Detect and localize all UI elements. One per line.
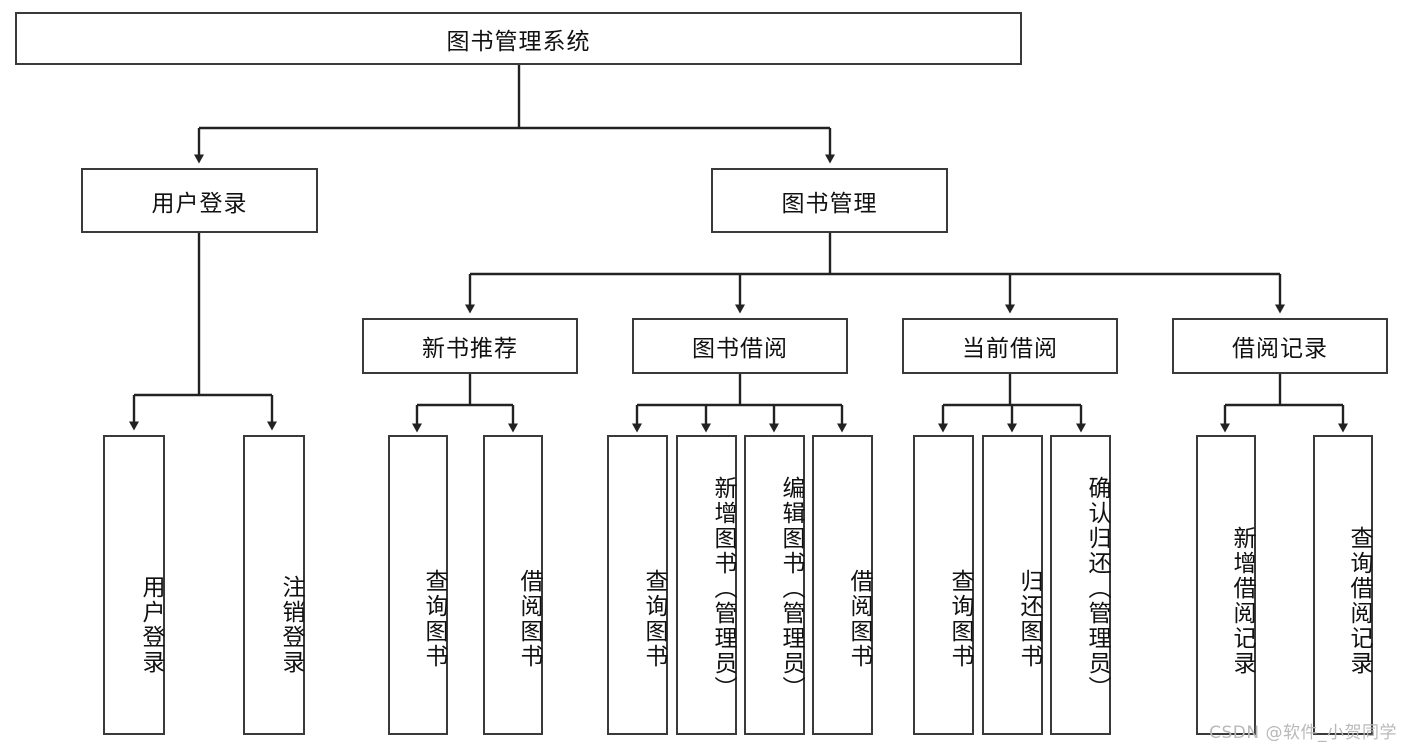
leaf-borrow-borrow-book-label: 借阅图书 bbox=[846, 569, 872, 669]
leaf-current-query-book-label: 查询图书 bbox=[947, 569, 973, 669]
leaf-record-add-record[interactable]: 新增借阅记录 bbox=[1196, 435, 1256, 735]
leaf-record-add-record-label: 新增借阅记录 bbox=[1229, 526, 1255, 676]
leaf-borrow-query-book-label: 查询图书 bbox=[641, 569, 667, 669]
node-root-system[interactable]: 图书管理系统 bbox=[15, 12, 1022, 65]
node-new-book-recommend[interactable]: 新书推荐 bbox=[362, 318, 578, 374]
leaf-borrow-add-book-admin[interactable]: 新增图书（管理员） bbox=[676, 435, 737, 735]
leaf-current-return-book[interactable]: 归还图书 bbox=[982, 435, 1043, 735]
leaf-recommend-query-book-label: 查询图书 bbox=[421, 569, 447, 669]
node-book-borrow[interactable]: 图书借阅 bbox=[632, 318, 848, 374]
node-root-system-label: 图书管理系统 bbox=[446, 28, 591, 55]
leaf-borrow-query-book[interactable]: 查询图书 bbox=[607, 435, 668, 735]
leaf-current-query-book[interactable]: 查询图书 bbox=[913, 435, 974, 735]
leaf-current-confirm-return-admin-label: 确认归还（管理员） bbox=[1084, 475, 1110, 701]
node-borrow-record-label: 借阅记录 bbox=[1232, 336, 1328, 362]
leaf-borrow-borrow-book[interactable]: 借阅图书 bbox=[812, 435, 873, 735]
node-book-management-label: 图书管理 bbox=[781, 190, 878, 217]
node-current-borrow[interactable]: 当前借阅 bbox=[902, 318, 1118, 374]
node-current-borrow-label: 当前借阅 bbox=[962, 336, 1058, 362]
leaf-recommend-borrow-book-label: 借阅图书 bbox=[516, 569, 542, 669]
leaf-record-query-record-label: 查询借阅记录 bbox=[1346, 526, 1372, 676]
node-book-borrow-label: 图书借阅 bbox=[692, 336, 788, 362]
node-borrow-record[interactable]: 借阅记录 bbox=[1172, 318, 1388, 374]
leaf-borrow-edit-book-admin-label: 编辑图书（管理员） bbox=[778, 475, 804, 701]
leaf-borrow-add-book-admin-label: 新增图书（管理员） bbox=[710, 475, 736, 701]
node-user-login-label: 用户登录 bbox=[151, 190, 248, 217]
node-book-management[interactable]: 图书管理 bbox=[711, 168, 948, 233]
node-user-login[interactable]: 用户登录 bbox=[81, 168, 318, 233]
leaf-current-return-book-label: 归还图书 bbox=[1016, 569, 1042, 669]
leaf-current-confirm-return-admin[interactable]: 确认归还（管理员） bbox=[1050, 435, 1111, 735]
leaf-user-login-logout-label: 注销登录 bbox=[278, 575, 304, 675]
leaf-borrow-edit-book-admin[interactable]: 编辑图书（管理员） bbox=[744, 435, 805, 735]
leaf-record-query-record[interactable]: 查询借阅记录 bbox=[1313, 435, 1373, 735]
leaf-user-login-logout[interactable]: 注销登录 bbox=[243, 435, 305, 735]
watermark-text: CSDN @软件_小贺同学 bbox=[1209, 723, 1397, 743]
node-new-book-recommend-label: 新书推荐 bbox=[422, 336, 518, 362]
leaf-recommend-borrow-book[interactable]: 借阅图书 bbox=[483, 435, 543, 735]
leaf-user-login-login-label: 用户登录 bbox=[138, 575, 164, 675]
leaf-user-login-login[interactable]: 用户登录 bbox=[103, 435, 165, 735]
leaf-recommend-query-book[interactable]: 查询图书 bbox=[388, 435, 448, 735]
